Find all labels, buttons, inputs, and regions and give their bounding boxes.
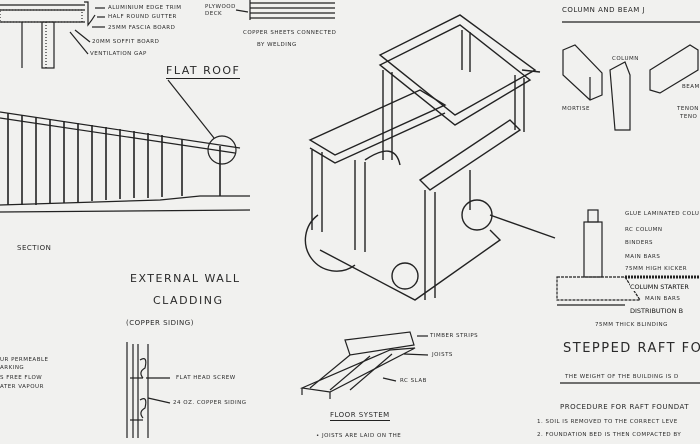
label-main-bars-1: Main bars (625, 254, 661, 260)
roof-eave-detail (0, 1, 105, 69)
section-label: Section (17, 244, 52, 252)
label-column: Column (612, 56, 639, 62)
deck-note-line1: Copper sheets connected (243, 30, 337, 36)
label-half-round-gutter: Half round gutter (108, 14, 177, 20)
label-distribution-bars: Distribution b (630, 307, 684, 315)
label-binders: Binders (625, 240, 654, 246)
deck-note-line2: by welding (257, 42, 297, 48)
left-note-3: s free flow (0, 375, 43, 381)
label-ventilation-gap: Ventilation gap (90, 51, 147, 57)
left-note-4: ater vapour (0, 384, 44, 390)
label-tenon-2: Teno (680, 114, 698, 120)
label-blinding: 75mm thick blinding (595, 322, 668, 328)
label-plywood-deck: Plywood deck (205, 4, 236, 17)
label-kicker: 75mm high kicker (625, 266, 688, 272)
raft-step-2: 2. Foundation bed is then compacted by (537, 432, 682, 438)
label-aluminium-edge-trim: Aluminium edge trim (108, 5, 182, 11)
label-soffit-board: 20mm soffit board (92, 39, 160, 45)
label-fascia-board: 25mm fascia board (108, 25, 176, 31)
floor-system-title: Floor System (330, 411, 390, 421)
raft-title: Stepped Raft Foun (563, 341, 700, 356)
section-elevation (0, 79, 251, 213)
label-joists: Joists (432, 352, 453, 358)
column-beam-joint-sketch (562, 21, 700, 131)
cladding-title-line2: Cladding (153, 294, 224, 307)
flat-roof-title: Flat Roof (166, 64, 241, 79)
timber-frame-axonometric (304, 14, 556, 301)
label-copper-siding: 24 oz. copper siding (173, 400, 247, 406)
label-rc-column: RC column (625, 227, 663, 233)
deck-detail (235, 0, 335, 20)
label-glulam-column: Glue laminated colu (625, 211, 700, 217)
raft-text: The weight of the building is d (565, 374, 679, 380)
label-timber-strips: Timber strips (430, 333, 479, 339)
cladding-sketch (126, 342, 171, 438)
label-rc-slab: RC slab (400, 378, 427, 384)
joint-title: Column and Beam J (562, 6, 646, 14)
label-flat-head-screw: Flat head screw (176, 375, 236, 381)
label-mortise: Mortise (562, 106, 590, 112)
left-note-1: ur permeable (0, 357, 49, 363)
cladding-subtitle: (Copper Siding) (126, 319, 194, 327)
raft-step-1: 1. Soil is removed to the correct leve (537, 419, 678, 425)
label-beam: Beam (682, 84, 700, 90)
floor-bullet: • Joists are laid on the (316, 433, 402, 439)
raft-procedure-title: Procedure for raft foundat (560, 403, 690, 411)
label-column-starter: Column starter (630, 283, 689, 291)
label-main-bars-2: Main bars (645, 296, 681, 302)
foundation-section-sketch (556, 209, 700, 384)
label-tenon-1: Tenon (677, 106, 699, 112)
left-note-2: arking (0, 365, 25, 371)
cladding-title-line1: External Wall (130, 272, 241, 285)
floor-system-sketch (299, 331, 429, 399)
